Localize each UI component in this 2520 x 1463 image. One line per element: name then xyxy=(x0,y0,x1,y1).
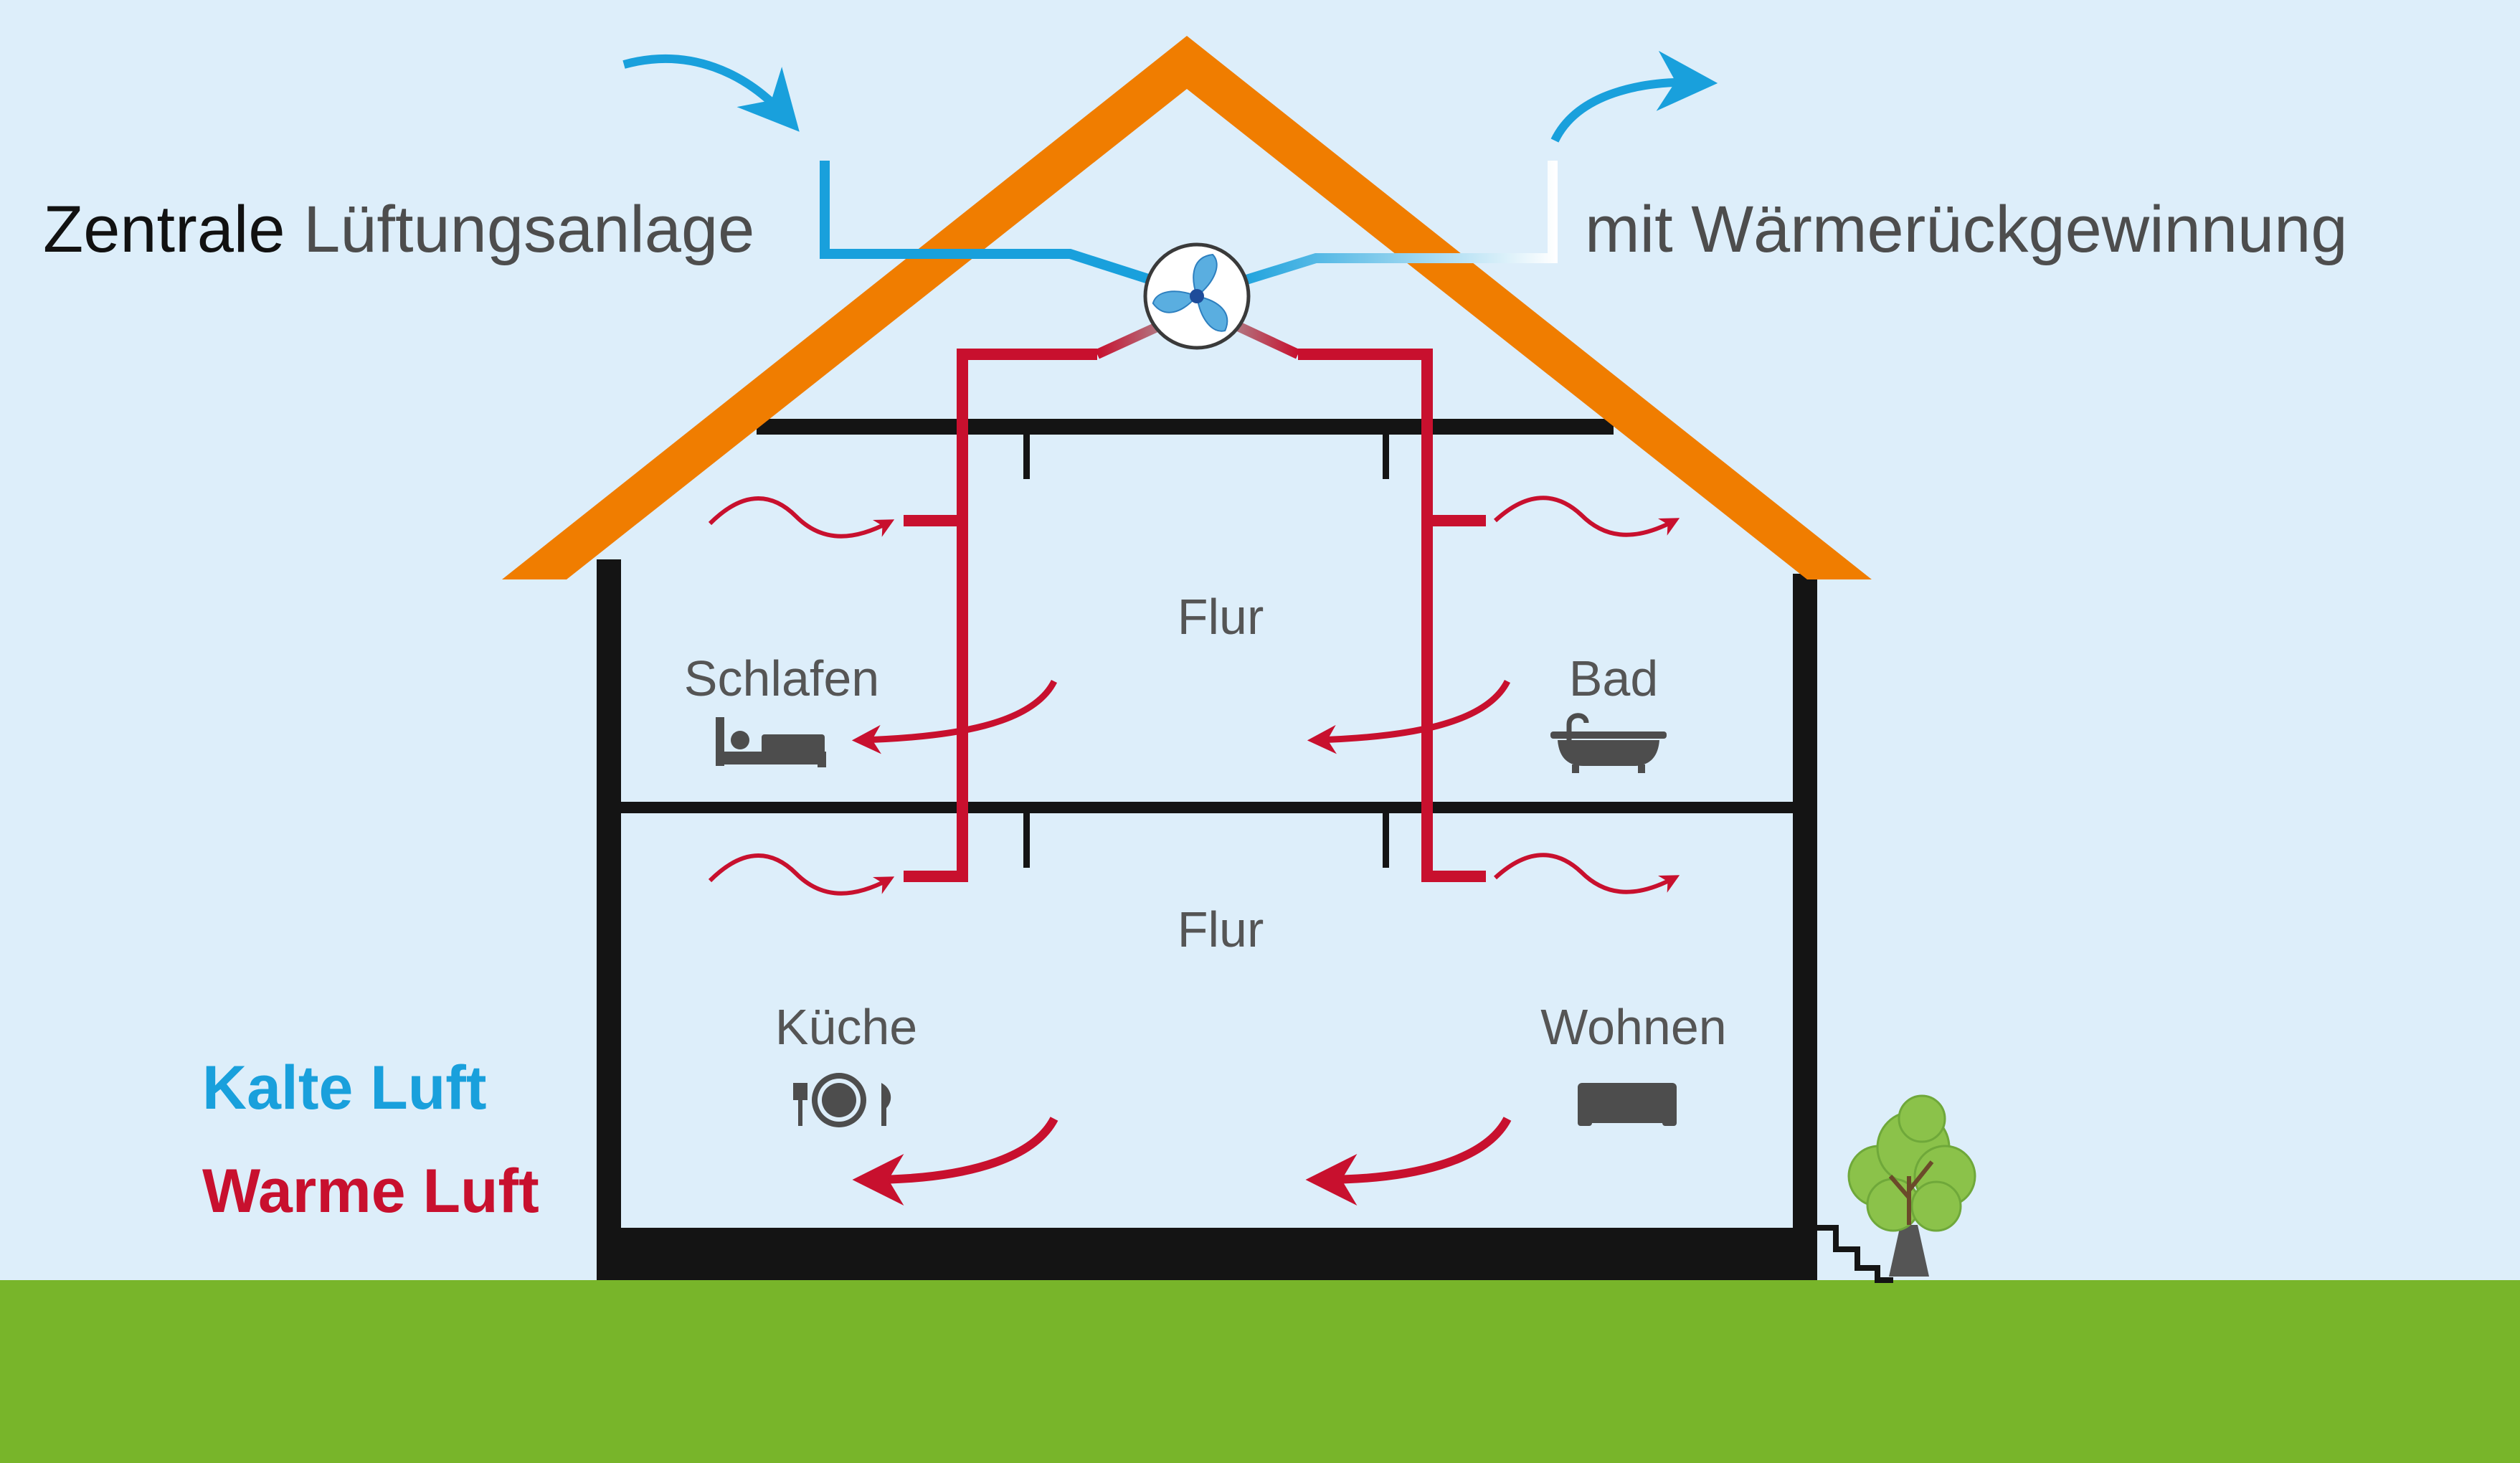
cold-air-in-arrow xyxy=(622,54,800,132)
warm-air-duct-left xyxy=(904,349,1097,882)
cold-air-intake-duct xyxy=(820,161,1164,288)
exhaust-air-out-arrow xyxy=(1550,50,1718,143)
fan-icon xyxy=(1143,242,1251,350)
plant-icon xyxy=(1847,1094,1976,1277)
title-left: Zentrale Lüftungsanlage xyxy=(43,192,754,267)
room-label-sleeping: Schlafen xyxy=(683,650,880,706)
room-label-lower-hall: Flur xyxy=(1177,901,1264,957)
warm-air-flow-arrows xyxy=(851,679,1512,1206)
room-label-upper-hall: Flur xyxy=(1177,589,1264,645)
warm-air-duct-right xyxy=(1298,349,1486,882)
house-structure xyxy=(597,419,1893,1283)
plate-cutlery-icon xyxy=(793,1073,891,1127)
legend-cold-air: Kalte Luft xyxy=(202,1054,487,1122)
title-left-text: Lüftungsanlage xyxy=(303,193,755,266)
room-label-living: Wohnen xyxy=(1540,999,1727,1055)
bed-icon xyxy=(716,717,826,767)
room-label-kitchen: Küche xyxy=(775,999,918,1055)
ground xyxy=(0,1280,2520,1463)
room-label-bath: Bad xyxy=(1568,650,1659,706)
legend-warm-air: Warme Luft xyxy=(202,1157,539,1226)
warm-air-supply-arrows xyxy=(708,496,1680,896)
sofa-icon xyxy=(1578,1083,1677,1126)
exhaust-duct xyxy=(1233,161,1558,288)
title-strong: Zentrale xyxy=(43,193,285,266)
bathtub-icon xyxy=(1550,713,1667,773)
title-right: mit Wärmerückgewinnung xyxy=(1585,193,2348,266)
